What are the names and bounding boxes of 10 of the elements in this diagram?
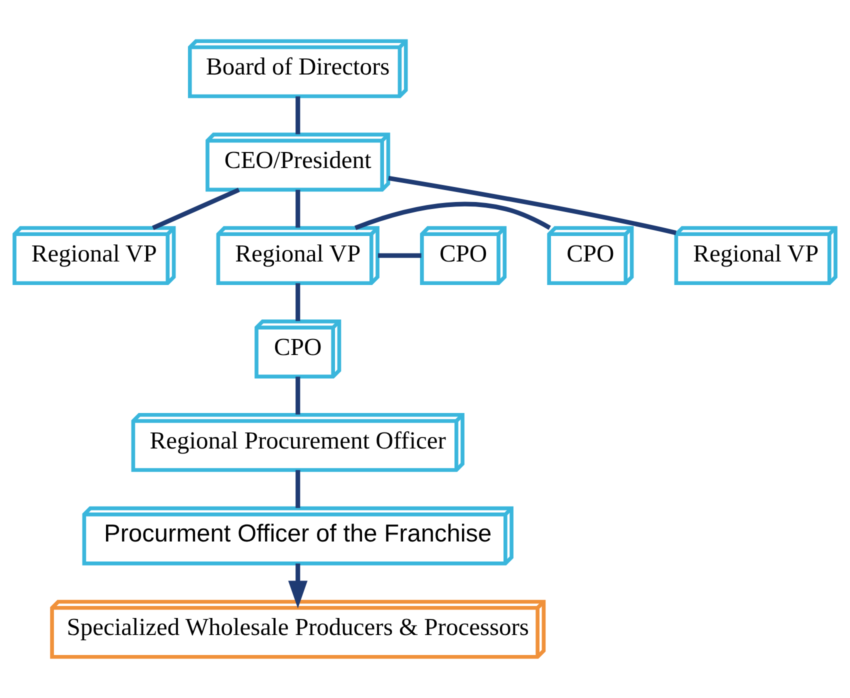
connector — [296, 96, 300, 134]
connector — [296, 190, 300, 228]
connector — [378, 253, 422, 258]
arrow — [288, 564, 308, 608]
connector — [388, 176, 676, 236]
connector — [296, 470, 300, 508]
connector — [296, 376, 300, 414]
connector — [152, 188, 240, 230]
connector — [296, 283, 300, 322]
connector — [354, 202, 551, 230]
